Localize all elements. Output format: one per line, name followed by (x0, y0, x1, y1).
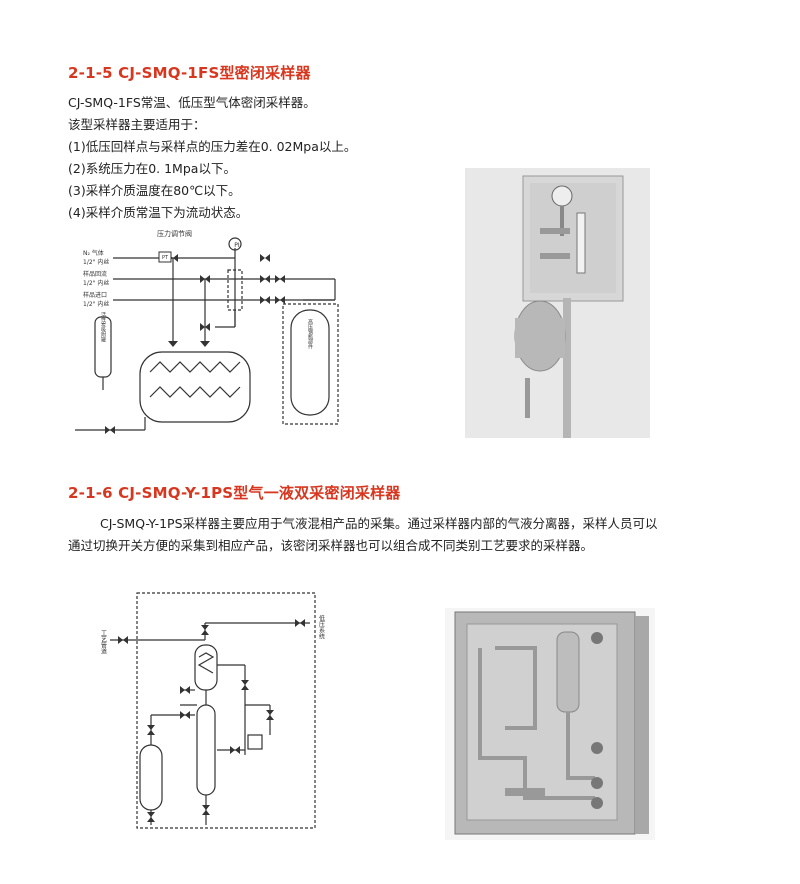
carbon-canister-label: 活性炭吸附罐 (100, 311, 106, 343)
sampler-schematic-1: PI PT 压力调节阀 N₂ 气体 1/2" 内丝 样品回流 1/2" 内丝 样… (75, 229, 339, 434)
n2-thread-label: 1/2" 内丝 (83, 258, 109, 266)
section1-line-5: (3)采样介质温度在80℃以下。 (68, 183, 241, 198)
pressure-regulator-label: 压力调节阀 (157, 229, 192, 238)
section2-paragraph-line1: CJ-SMQ-Y-1PS采样器主要应用于气液混相产品的采集。通过采样器内部的气液… (100, 516, 658, 531)
cylinder-label: 高压钢瓶部件 (307, 318, 313, 350)
sample-inlet-label: 样品进口 (83, 291, 107, 299)
sampler-schematic-2: 工艺管道 低压系统 (100, 592, 325, 829)
process-pipe-label: 工艺管道 (100, 630, 107, 655)
sampler-photo-1 (465, 168, 650, 438)
section2-paragraph-line2: 通过切换开关方便的采集到相应产品，该密闭采样器也可以组合成不同类别工艺要求的采样… (68, 538, 594, 553)
section1-line-1: CJ-SMQ-1FS常温、低压型气体密闭采样器。 (68, 95, 316, 110)
sample-return-label: 样品回流 (83, 270, 107, 278)
n2-inlet-label: N₂ 气体 (83, 249, 104, 257)
section1-title: 2-1-5 CJ-SMQ-1FS型密闭采样器 (68, 64, 311, 82)
section1-line-6: (4)采样介质常温下为流动状态。 (68, 205, 249, 220)
section2-title: 2-1-6 CJ-SMQ-Y-1PS型气一液双采密闭采样器 (68, 484, 401, 502)
section1-line-2: 该型采样器主要适用于： (68, 117, 206, 132)
pi-label: PI (234, 242, 240, 249)
low-pressure-label: 低压系统 (318, 614, 325, 640)
sample-inlet-thread-label: 1/2" 内丝 (83, 300, 109, 308)
section1-line-4: (2)系统压力在0. 1Mpa以下。 (68, 161, 236, 176)
sample-return-thread-label: 1/2" 内丝 (83, 279, 109, 287)
sampler-photo-2 (445, 608, 655, 840)
pt-label: PT (162, 255, 169, 261)
section1-line-3: (1)低压回样点与采样点的压力差在0. 02Mpa以上。 (68, 139, 357, 154)
